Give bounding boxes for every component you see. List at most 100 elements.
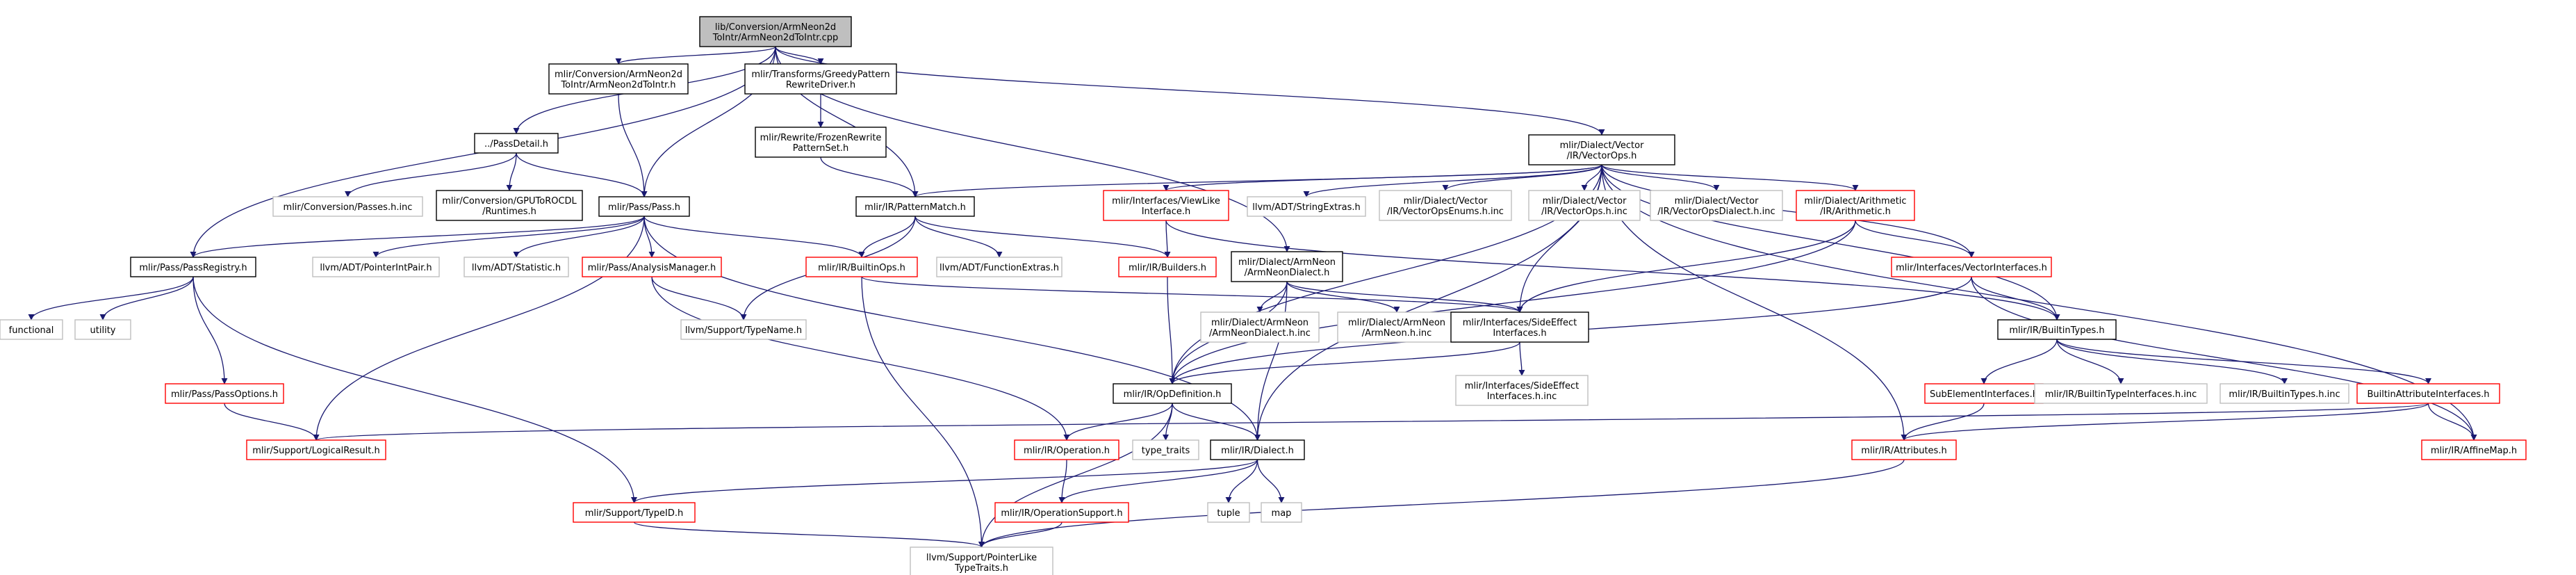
node-armneondialect_inc: mlir/Dialect/ArmNeon/ArmNeonDialect.h.in… bbox=[1200, 311, 1320, 343]
node-passregistry[interactable]: mlir/Pass/PassRegistry.h bbox=[130, 257, 256, 277]
node-typeid[interactable]: mlir/Support/TypeID.h bbox=[573, 502, 696, 523]
node-label: lib/Conversion/ArmNeon2d bbox=[715, 22, 836, 33]
edge-armneondialect-to-armneon_inc bbox=[1286, 281, 1400, 313]
node-box bbox=[855, 196, 975, 217]
edge-patternmatch-to-builders bbox=[914, 216, 1171, 258]
node-label: SubElementInterfaces.h bbox=[1930, 389, 2038, 400]
node-pass[interactable]: mlir/Pass/Pass.h bbox=[598, 196, 690, 217]
node-box bbox=[1455, 375, 1589, 406]
edge-pass-to-builtinops bbox=[643, 216, 865, 258]
node-armneondialect[interactable]: mlir/Dialect/ArmNeon/ArmNeonDialect.h bbox=[1231, 251, 1343, 282]
node-passoptions[interactable]: mlir/Pass/PassOptions.h bbox=[165, 383, 284, 404]
node-label: mlir/Dialect/Vector bbox=[1404, 196, 1488, 206]
node-layer: lib/Conversion/ArmNeon2dToIntr/ArmNeon2d… bbox=[0, 16, 2527, 575]
node-patternmatch[interactable]: mlir/IR/PatternMatch.h bbox=[855, 196, 975, 217]
node-builtinattributeinterfaces[interactable]: BuiltinAttributeInterfaces.h bbox=[2356, 383, 2500, 404]
node-box bbox=[548, 63, 689, 95]
node-dialect[interactable]: mlir/IR/Dialect.h bbox=[1210, 439, 1305, 460]
node-arithmetic[interactable]: mlir/Dialect/Arithmetic/IR/Arithmetic.h bbox=[1796, 190, 1915, 221]
node-passdetail[interactable]: ../PassDetail.h bbox=[474, 133, 559, 154]
node-box bbox=[463, 257, 569, 277]
node-builtinops[interactable]: mlir/IR/BuiltinOps.h bbox=[805, 257, 918, 277]
edge-dialect-to-operationsupport bbox=[1058, 459, 1258, 503]
node-label: mlir/Conversion/ArmNeon2d bbox=[555, 70, 682, 80]
node-armneon_inc: mlir/Dialect/ArmNeon/ArmNeon.h.inc bbox=[1337, 311, 1457, 343]
node-builders[interactable]: mlir/IR/Builders.h bbox=[1118, 257, 1217, 277]
node-label: mlir/Dialect/Arithmetic bbox=[1804, 196, 1906, 206]
edge-operationsupport-to-pointerliketypetraits bbox=[978, 521, 1063, 548]
node-box bbox=[1118, 257, 1217, 277]
node-box bbox=[699, 16, 852, 47]
node-analysismanager[interactable]: mlir/Pass/AnalysisManager.h bbox=[582, 257, 722, 277]
edge-vectorinterfaces-to-affinemap bbox=[1971, 276, 2477, 441]
edge-frozen-to-patternmatch bbox=[820, 156, 919, 197]
node-box bbox=[1207, 502, 1250, 523]
node-label: /IR/VectorOpsEnums.h.inc bbox=[1387, 206, 1504, 217]
node-subelement[interactable]: SubElementInterfaces.h bbox=[1924, 383, 2044, 404]
node-box bbox=[1200, 311, 1320, 343]
node-greedy[interactable]: mlir/Transforms/GreedyPatternRewriteDriv… bbox=[744, 63, 897, 95]
node-label: Interfaces.h bbox=[1493, 328, 1546, 339]
node-box bbox=[1132, 439, 1199, 460]
node-box bbox=[1103, 190, 1229, 221]
node-opdefinition[interactable]: mlir/IR/OpDefinition.h bbox=[1113, 383, 1232, 404]
node-label: mlir/Rewrite/FrozenRewrite bbox=[760, 133, 882, 143]
node-label: mlir/IR/Dialect.h bbox=[1221, 446, 1294, 456]
node-map: map bbox=[1261, 502, 1302, 523]
node-operationsupport[interactable]: mlir/IR/OperationSupport.h bbox=[994, 502, 1129, 523]
edge-builtintypes-to-builtintypeinterfaces_inc bbox=[2056, 339, 2124, 384]
node-label: llvm/ADT/StringExtras.h bbox=[1252, 202, 1360, 213]
node-builtintypes[interactable]: mlir/IR/BuiltinTypes.h bbox=[1997, 319, 2117, 340]
edge-dialect-to-typeid bbox=[631, 459, 1258, 503]
node-label: mlir/Interfaces/SideEffect bbox=[1465, 381, 1580, 391]
node-box bbox=[246, 439, 386, 460]
node-label: mlir/Dialect/Vector bbox=[1543, 196, 1627, 206]
node-logicalresult[interactable]: mlir/Support/LogicalResult.h bbox=[246, 439, 386, 460]
node-box bbox=[1528, 134, 1675, 165]
node-label: mlir/Dialect/ArmNeon bbox=[1211, 318, 1308, 328]
node-label: mlir/Dialect/ArmNeon bbox=[1238, 257, 1336, 268]
node-armneon2dtointr[interactable]: mlir/Conversion/ArmNeon2dToIntr/ArmNeon2… bbox=[548, 63, 689, 95]
node-label: map bbox=[1272, 508, 1292, 519]
node-label: mlir/Support/TypeID.h bbox=[585, 508, 683, 519]
node-passes_inc: mlir/Conversion/Passes.h.inc bbox=[272, 196, 423, 217]
node-label: mlir/IR/BuiltinTypes.h bbox=[2009, 325, 2104, 336]
node-affinemap[interactable]: mlir/IR/AffineMap.h bbox=[2421, 439, 2527, 460]
node-label: /ArmNeon.h.inc bbox=[1362, 328, 1431, 339]
node-label: llvm/Support/PointerLike bbox=[926, 553, 1037, 563]
node-label: /IR/VectorOps.h bbox=[1567, 151, 1637, 161]
node-operation[interactable]: mlir/IR/Operation.h bbox=[1014, 439, 1119, 460]
edge-subelement-to-attributes bbox=[1901, 403, 1985, 441]
node-label: mlir/Pass/AnalysisManager.h bbox=[588, 263, 716, 273]
edge-passdetail-to-passes_inc bbox=[345, 152, 517, 197]
node-label: llvm/Support/TypeName.h bbox=[685, 325, 802, 336]
node-box bbox=[1924, 383, 2044, 404]
node-box bbox=[1379, 190, 1512, 221]
node-vectorinterfaces[interactable]: mlir/Interfaces/VectorInterfaces.h bbox=[1891, 257, 2052, 277]
node-label: ToIntr/ArmNeon2dToIntr.cpp bbox=[712, 33, 838, 43]
node-box bbox=[680, 319, 807, 340]
node-tuple: tuple bbox=[1207, 502, 1250, 523]
node-gputorocdl[interactable]: mlir/Conversion/GPUToROCDL/Runtimes.h bbox=[436, 190, 583, 221]
edge-armneon2dtointr-to-pass bbox=[618, 93, 648, 197]
edge-sideeffect-to-sideeffect_inc bbox=[1518, 341, 1525, 376]
node-vectoropsenums: mlir/Dialect/Vector/IR/VectorOpsEnums.h.… bbox=[1379, 190, 1512, 221]
node-attributes[interactable]: mlir/IR/Attributes.h bbox=[1851, 439, 1957, 460]
node-vectorops[interactable]: mlir/Dialect/Vector/IR/VectorOps.h bbox=[1528, 134, 1675, 165]
node-label: /Runtimes.h bbox=[482, 206, 536, 217]
node-label: type_traits bbox=[1142, 446, 1190, 456]
node-label: mlir/IR/Attributes.h bbox=[1861, 446, 1946, 456]
edge-builtinattributeinterfaces-to-logicalresult bbox=[313, 403, 2429, 441]
node-box bbox=[1796, 190, 1915, 221]
node-box bbox=[1247, 196, 1366, 217]
node-box bbox=[1891, 257, 2052, 277]
node-label: mlir/Pass/Pass.h bbox=[608, 202, 680, 213]
edge-vectorops-to-sideeffect bbox=[1516, 164, 1602, 313]
node-root[interactable]: lib/Conversion/ArmNeon2dToIntr/ArmNeon2d… bbox=[699, 16, 852, 47]
node-box bbox=[910, 546, 1053, 575]
edge-passregistry-to-functional bbox=[28, 276, 194, 321]
